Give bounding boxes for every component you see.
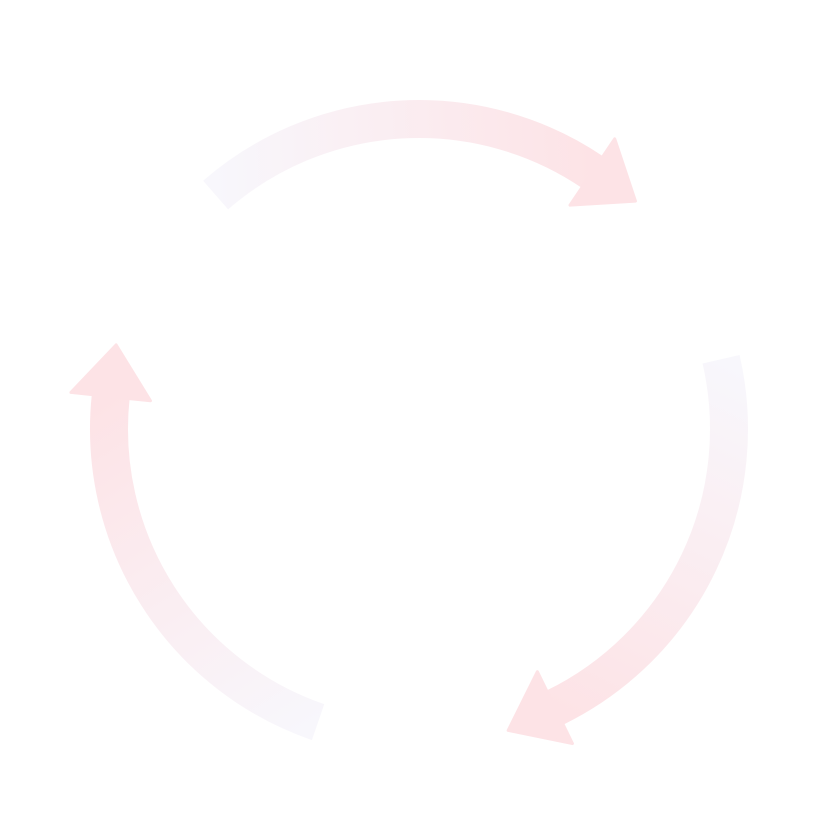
arrow-shaft <box>90 394 325 741</box>
arrow-shaft <box>546 355 748 725</box>
cycle-arrow-2 <box>506 355 748 746</box>
arrow-head-icon <box>506 670 574 746</box>
arrow-head-icon <box>568 137 637 207</box>
arrow-shaft <box>203 100 603 210</box>
cycle-arrow-1 <box>203 100 637 210</box>
cycle-arrow-3 <box>69 343 325 741</box>
arrow-head-icon <box>69 343 152 403</box>
